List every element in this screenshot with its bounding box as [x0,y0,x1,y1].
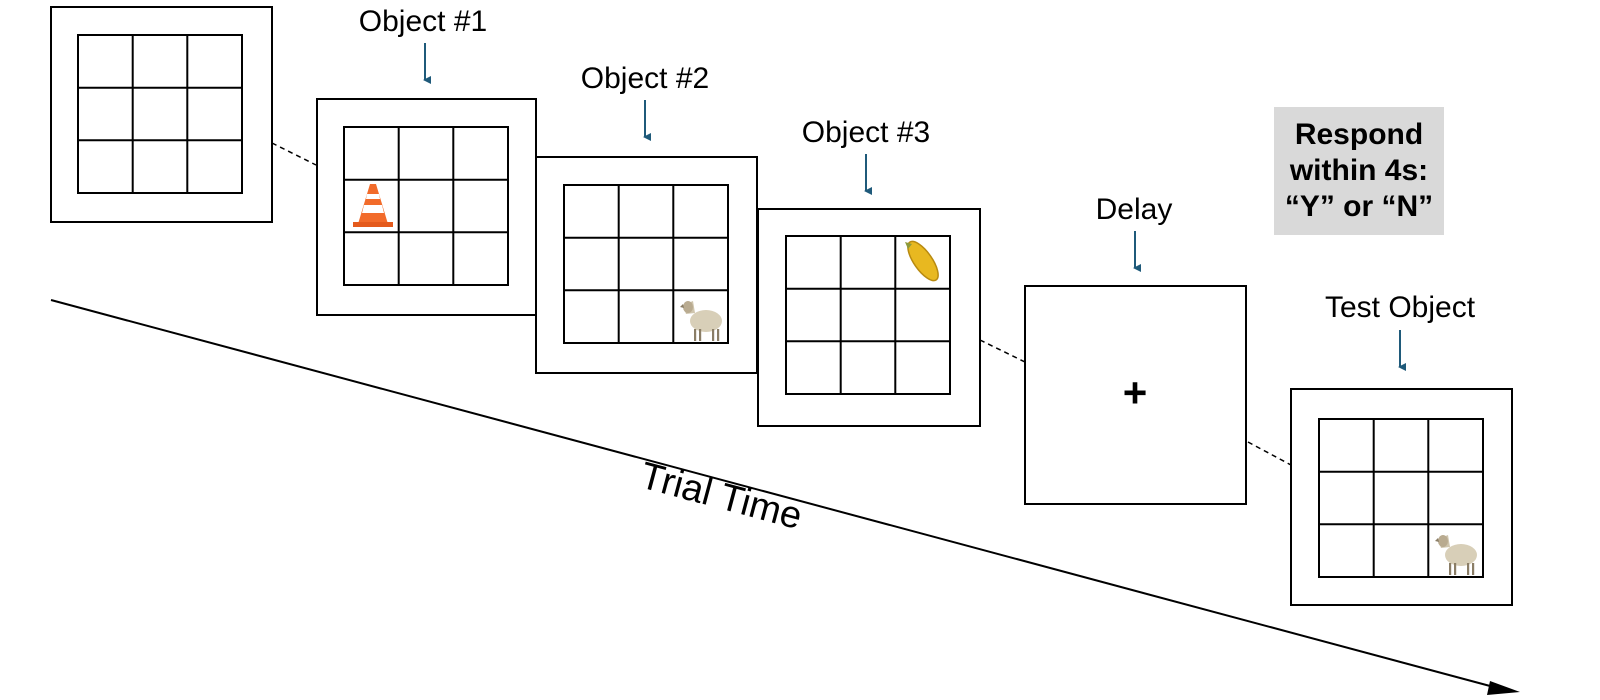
object-1-label: Object #1 [359,5,487,38]
respond-line-1: Respond [1294,118,1424,151]
trial-time-label: Trial Time [636,455,807,538]
grid [343,126,509,286]
connector-dashed [1247,441,1292,466]
frame-object-1 [316,98,537,316]
fixation-cross: + [1123,369,1148,416]
respond-instruction-box: Respond within 4s: “Y” or “N” [1274,107,1444,235]
delay-label: Delay [1096,193,1173,226]
object-2-label: Object #2 [581,62,709,95]
frame-object-3 [757,208,981,427]
grid [77,34,243,194]
frame-initial [50,6,273,223]
sheep-icon [680,301,722,341]
grid [785,235,951,395]
frame-delay: + [1024,285,1247,505]
grid [563,184,729,344]
grid [1318,418,1484,578]
respond-line-2: within 4s: [1289,154,1429,187]
frame-test-object [1290,388,1513,606]
object-3-label: Object #3 [802,116,930,149]
sheep-icon [1435,535,1477,575]
traffic-cone-icon [353,184,393,227]
connector-dashed [979,339,1026,363]
frame-object-2 [535,156,758,374]
trial-time-arrow [50,299,1520,695]
connector-dashed [271,142,317,166]
test-object-label: Test Object [1325,291,1476,324]
corn-icon [905,240,939,282]
respond-line-3: “Y” or “N” [1284,190,1434,223]
